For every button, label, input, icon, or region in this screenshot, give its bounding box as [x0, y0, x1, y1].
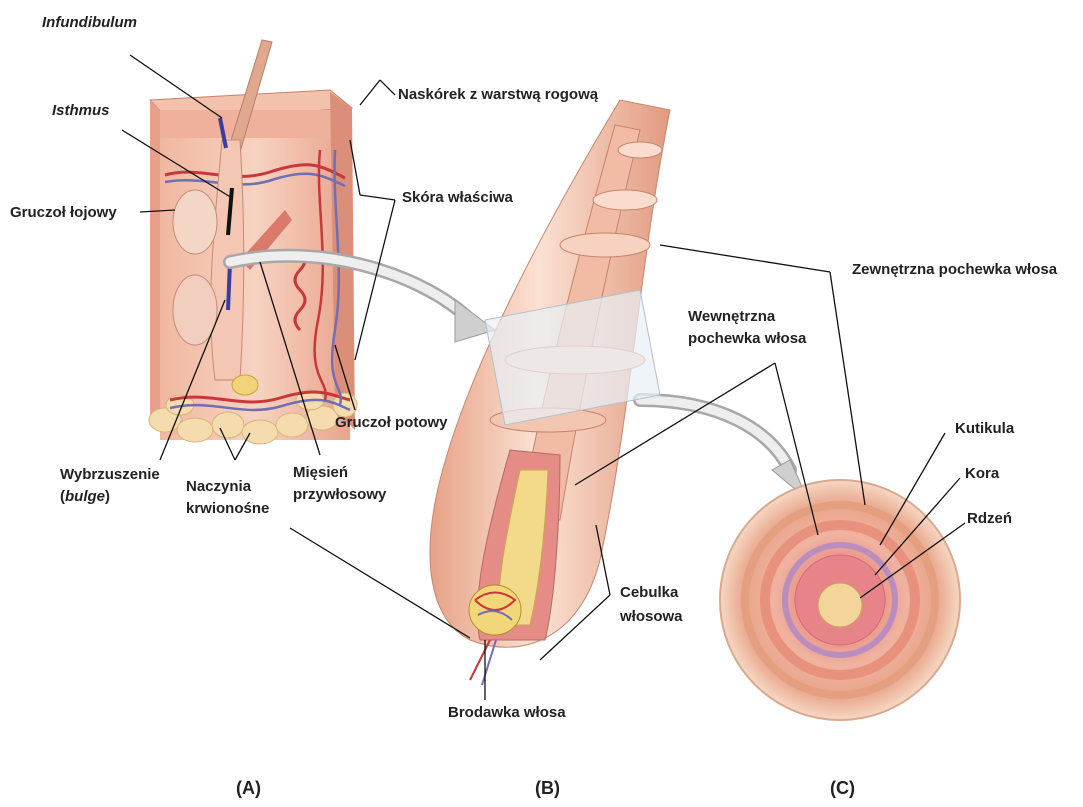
label-cortex: Kora — [965, 463, 999, 485]
label-infundibulum: Infundibulum — [42, 12, 137, 34]
label-arrector-line2: przywłosowy — [293, 484, 386, 506]
label-arrector-line1: Mięsień — [293, 462, 348, 484]
label-papilla: Brodawka włosa — [448, 702, 566, 724]
label-dermis: Skóra właściwa — [402, 187, 513, 209]
epidermis — [160, 110, 350, 138]
label-vessels-line2: krwionośne — [186, 498, 269, 520]
panel-label-c: (C) — [830, 778, 855, 799]
medulla — [818, 583, 862, 627]
label-isthmus: Isthmus — [52, 100, 110, 122]
cross-section-c — [720, 480, 960, 720]
skin-block-a — [149, 40, 357, 444]
label-bulb-line2: włosowa — [620, 606, 683, 628]
sebaceous-gland — [173, 190, 217, 254]
label-inner-sheath-line1: Wewnętrzna — [688, 306, 775, 328]
label-medulla: Rdzeń — [967, 508, 1012, 530]
bulge-marker — [228, 262, 230, 310]
label-outer-sheath: Zewnętrzna pochewka włosa — [852, 259, 1057, 281]
label-bulge-line1: Wybrzuszenie — [60, 464, 160, 486]
panel-label-a: (A) — [236, 778, 261, 799]
panel-label-b: (B) — [535, 778, 560, 799]
label-sebaceous-gland: Gruczoł łojowy — [10, 202, 117, 224]
label-vessels-line1: Naczynia — [186, 476, 251, 498]
label-sweat-gland: Gruczoł potowy — [335, 412, 448, 434]
label-bulb-line1: Cebulka — [620, 582, 678, 604]
label-cuticle: Kutikula — [955, 418, 1014, 440]
label-inner-sheath-line2: pochewka włosa — [688, 328, 806, 350]
label-epidermis: Naskórek z warstwą rogową — [398, 84, 598, 106]
label-bulge-line2: (bulge) — [60, 486, 110, 508]
